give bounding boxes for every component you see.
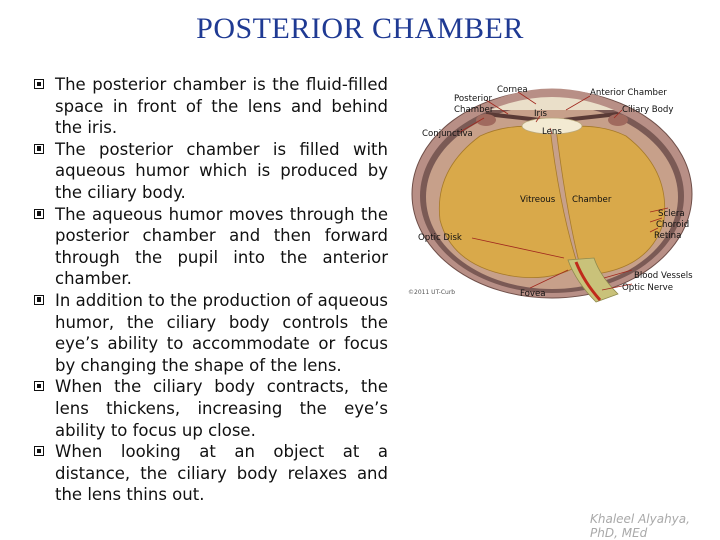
bullet-text: When looking at an object at a distance,… [55, 442, 388, 505]
label-posterior-chamber-2: Chamber [454, 105, 494, 115]
bullet-item: When the ciliary body contracts, the len… [34, 376, 388, 441]
bullet-item: The aqueous humor moves through the post… [34, 204, 388, 290]
bullet-list: The posterior chamber is the fluid-fille… [34, 74, 388, 506]
label-iris: Iris [534, 109, 547, 119]
label-retina: Retina [654, 231, 681, 241]
label-optic-disk: Optic Disk [418, 233, 462, 243]
eye-diagram-svg: Cornea Anterior Chamber Posterior Chambe… [408, 85, 693, 303]
label-chamber: Chamber [572, 195, 612, 205]
label-vitreous: Vitreous [520, 195, 556, 205]
checkbox-bullet-icon [34, 446, 44, 457]
label-sclera: Sclera [658, 209, 685, 219]
iris-left [485, 112, 541, 122]
ciliary-body-right [608, 114, 628, 126]
checkbox-bullet-icon [34, 294, 44, 305]
cornea-shape [480, 88, 624, 111]
checkbox-bullet-icon [34, 381, 44, 392]
label-conjunctiva: Conjunctiva [422, 129, 473, 139]
label-blood-vessels: Blood Vessels [634, 271, 693, 281]
leader-lines [459, 91, 669, 291]
eye-diagram: Cornea Anterior Chamber Posterior Chambe… [400, 70, 712, 306]
slide-title: POSTERIOR CHAMBER [196, 12, 524, 45]
bullet-item: In addition to the production of aqueous… [34, 290, 388, 376]
blood-vessel-shape [574, 261, 602, 301]
bullet-item: When looking at an object at a distance,… [34, 441, 388, 506]
checkbox-bullet-icon [34, 208, 44, 219]
vitreous-left [438, 125, 579, 278]
label-anterior-chamber: Anterior Chamber [590, 88, 667, 98]
bullet-text: When the ciliary body contracts, the len… [55, 377, 388, 440]
checkbox-bullet-icon [34, 79, 44, 89]
vitreous-right [555, 125, 666, 275]
label-optic-nerve: Optic Nerve [622, 283, 673, 293]
label-cornea: Cornea [497, 85, 528, 95]
author-footer: Khaleel Alyahya, PhD, MEd [590, 512, 690, 540]
label-fovea: Fovea [520, 289, 546, 299]
label-posterior-chamber-1: Posterior [454, 94, 492, 104]
iris-right [563, 112, 619, 122]
label-lens: Lens [542, 127, 562, 137]
bullet-text: The posterior chamber is the fluid-fille… [55, 75, 388, 138]
bullet-text: In addition to the production of aqueous… [55, 290, 388, 375]
lens-shape [521, 117, 583, 135]
ciliary-body-left [476, 114, 496, 126]
bullet-text: The aqueous humor moves through the post… [55, 204, 388, 289]
figure-copyright: ©2011 UT-Curb [408, 289, 455, 296]
label-ciliary-body: Ciliary Body [622, 105, 673, 115]
bullet-item: The posterior chamber is the fluid-fille… [34, 74, 388, 139]
bullet-item: The posterior chamber is filled with aqu… [34, 139, 388, 204]
label-choroid: Choroid [656, 220, 689, 230]
bullet-text: The posterior chamber is filled with aqu… [55, 139, 388, 202]
checkbox-bullet-icon [34, 143, 44, 154]
